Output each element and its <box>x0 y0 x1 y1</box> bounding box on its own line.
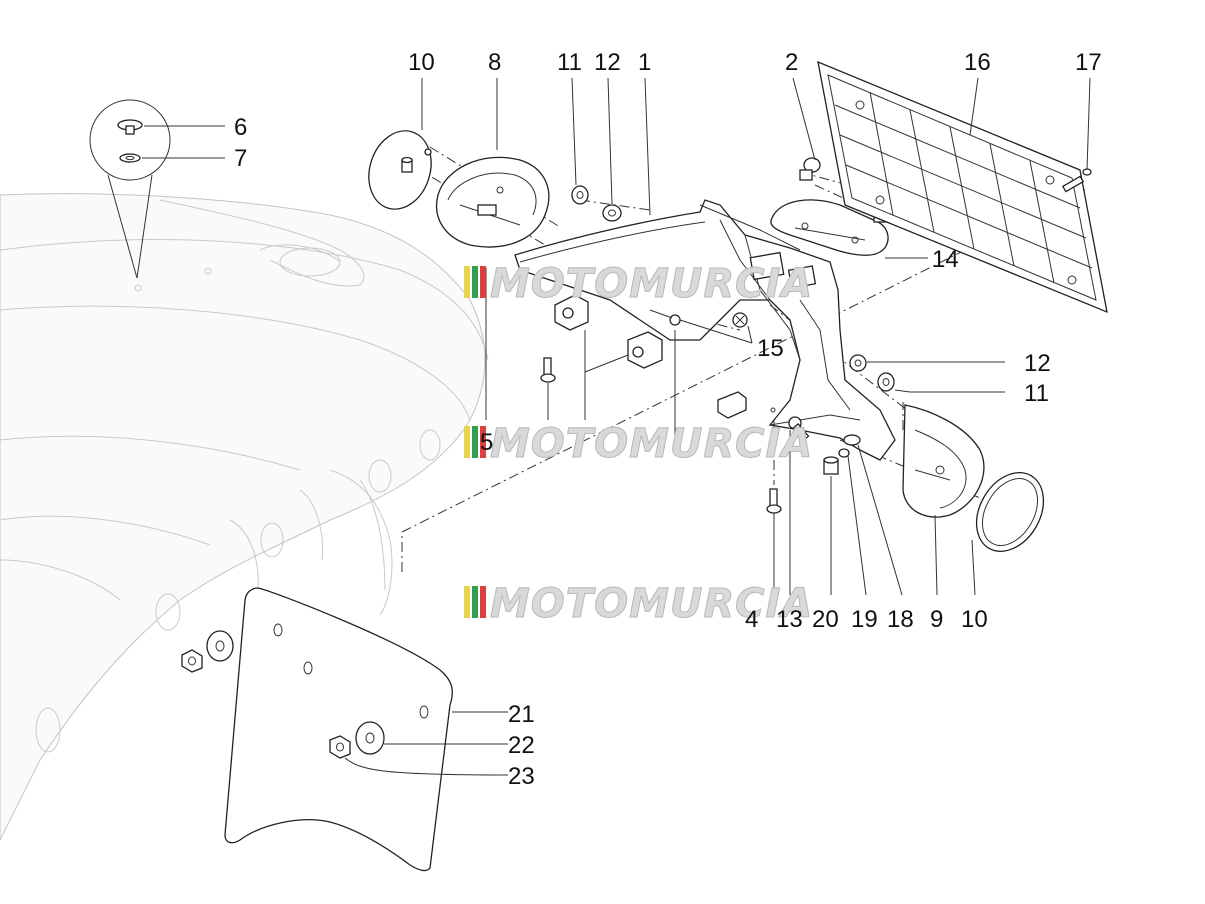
part-4-screw <box>766 420 782 595</box>
part-19-washer <box>838 448 867 596</box>
part-22-washer <box>355 721 508 755</box>
part-21-plate <box>224 587 508 872</box>
callout-17: 17 <box>1075 49 1102 76</box>
callout-12: 12 <box>1024 350 1051 377</box>
callout-19: 19 <box>851 606 878 633</box>
watermark-middle: MOTOMURCIA <box>464 421 813 468</box>
part-9-housing-right <box>902 404 985 596</box>
part-8-housing-left <box>436 156 550 248</box>
part-12-nut-top <box>602 204 622 222</box>
callout-18: 18 <box>887 606 914 633</box>
callout-12: 12 <box>594 49 621 76</box>
screw-left <box>540 357 556 383</box>
part-15-screw <box>649 309 753 344</box>
part-13-screw <box>788 416 810 595</box>
callout-4: 4 <box>745 606 758 633</box>
callout-10: 10 <box>408 49 435 76</box>
watermark-text: MOTOMURCIA <box>490 421 813 467</box>
part-11-washer-top <box>571 185 589 205</box>
callout-20: 20 <box>812 606 839 633</box>
callout-2: 2 <box>785 49 798 76</box>
part-14-reflector <box>770 199 928 259</box>
callout-23: 23 <box>508 763 535 790</box>
top-leaders <box>421 77 651 216</box>
callout-16: 16 <box>964 49 991 76</box>
callout-15: 15 <box>757 335 784 362</box>
callout-11: 11 <box>1024 380 1049 407</box>
part-20-bushing <box>823 456 839 595</box>
callout-22: 22 <box>508 732 535 759</box>
callout-13: 13 <box>776 606 803 633</box>
part-23-nut <box>329 735 509 776</box>
watermark-bottom: MOTOMURCIA <box>464 581 813 628</box>
callout-labels: 10 8 11 12 1 2 16 17 6 7 14 15 12 11 4 1… <box>234 49 1102 790</box>
watermark-top: MOTOMURCIA <box>464 261 813 308</box>
part-17-screw <box>1061 77 1092 193</box>
callout-9: 9 <box>930 606 943 633</box>
part-10-lens-right <box>971 472 1045 596</box>
callout-11: 11 <box>557 49 582 76</box>
inset-detail-6-7 <box>89 99 225 279</box>
clip-fasteners <box>547 294 747 445</box>
vehicle-body-outline <box>0 193 489 841</box>
callout-10: 10 <box>961 606 988 633</box>
part-12-nut-right <box>849 354 1005 372</box>
part-18-nut <box>843 434 903 596</box>
part-10-lens-left <box>368 130 432 210</box>
part-16-plate-holder <box>817 60 1108 314</box>
part-11-washer-right <box>877 372 1005 393</box>
callout-14: 14 <box>932 246 959 273</box>
callout-21: 21 <box>508 701 535 728</box>
callout-8: 8 <box>488 49 501 76</box>
watermark-text: MOTOMURCIA <box>490 581 813 627</box>
callout-1: 1 <box>638 49 651 76</box>
callout-7: 7 <box>234 145 247 172</box>
callout-6: 6 <box>234 114 247 141</box>
loose-washer-nut-pair <box>181 630 234 673</box>
callout-5: 5 <box>480 429 493 456</box>
watermark-text: MOTOMURCIA <box>490 261 813 307</box>
